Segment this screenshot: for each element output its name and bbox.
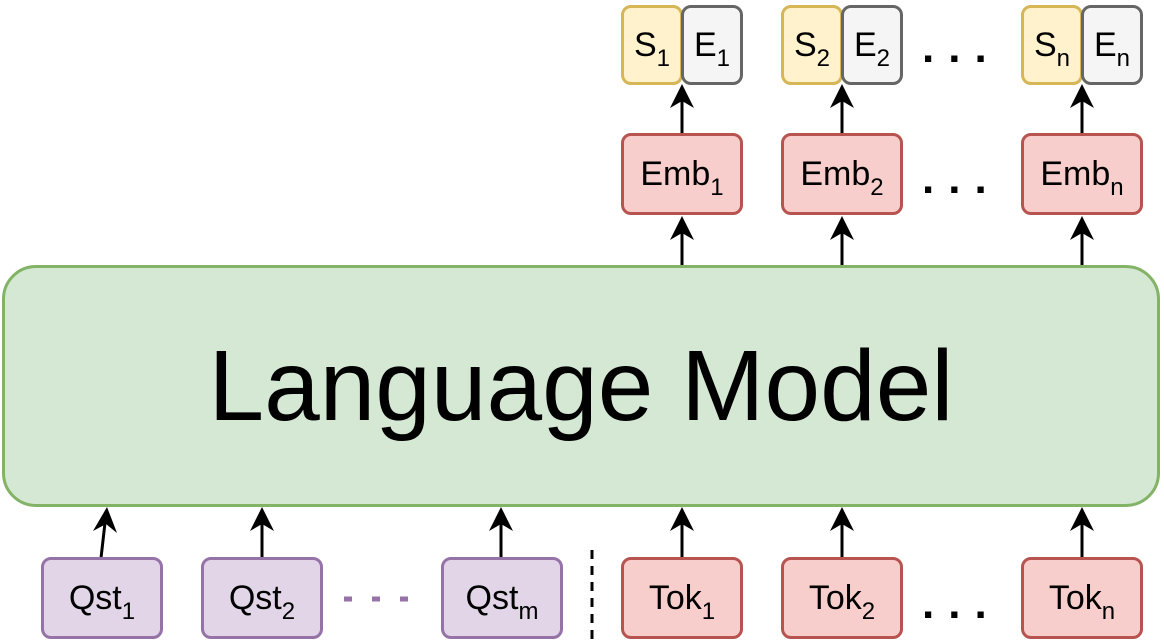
start-box-1: S1 xyxy=(621,5,683,85)
start-label-n: Sn xyxy=(1033,25,1071,72)
arrowhead xyxy=(670,216,694,240)
start-box-n: Sn xyxy=(1021,5,1083,85)
embedding-box-n: Embn xyxy=(1021,133,1143,215)
question-label-2: Qst2 xyxy=(228,578,296,625)
end-box-2: E2 xyxy=(841,5,903,85)
language-model-box: Language Model xyxy=(2,265,1160,507)
token-box-2: Tok2 xyxy=(781,557,903,639)
arrowhead xyxy=(830,216,854,240)
start-label-1: S1 xyxy=(633,25,671,72)
arrowhead xyxy=(830,84,854,108)
token-label-n: Tokn xyxy=(1048,578,1116,625)
language-model-label: Language Model xyxy=(208,329,954,442)
question-label-m: Qstm xyxy=(465,578,539,625)
token-box-1: Tok1 xyxy=(621,557,743,639)
arrowhead xyxy=(489,507,513,531)
end-label-n: En xyxy=(1093,25,1131,72)
embedding-label-n: Embn xyxy=(1040,154,1124,201)
question-box-1: Qst1 xyxy=(41,557,163,639)
arrowhead xyxy=(1070,216,1094,240)
arrowhead xyxy=(1070,84,1094,108)
question-label-1: Qst1 xyxy=(68,578,136,625)
token-box-n: Tokn xyxy=(1021,557,1143,639)
token-label-2: Tok2 xyxy=(808,578,876,625)
token-label-1: Tok1 xyxy=(648,578,716,625)
embedding-box-2: Emb2 xyxy=(781,133,903,215)
embedding-label-2: Emb2 xyxy=(800,154,884,201)
embedding-label-1: Emb1 xyxy=(640,154,724,201)
start-label-2: S2 xyxy=(793,25,831,72)
arrowhead xyxy=(670,507,694,531)
end-label-1: E1 xyxy=(693,25,731,72)
end-label-2: E2 xyxy=(853,25,891,72)
arrowhead xyxy=(830,507,854,531)
output-ellipsis: ... xyxy=(922,23,1001,72)
token-ellipsis: ... xyxy=(922,579,1001,628)
embedding-ellipsis: ... xyxy=(922,154,1001,203)
end-box-n: En xyxy=(1081,5,1143,85)
arrowhead xyxy=(670,84,694,108)
arrowhead xyxy=(250,507,274,531)
question-box-2: Qst2 xyxy=(201,557,323,639)
embedding-box-1: Emb1 xyxy=(621,133,743,215)
start-box-2: S2 xyxy=(781,5,843,85)
arrowhead xyxy=(93,507,117,533)
question-box-m: Qstm xyxy=(441,557,563,639)
arrowhead xyxy=(1070,507,1094,531)
end-box-1: E1 xyxy=(681,5,743,85)
